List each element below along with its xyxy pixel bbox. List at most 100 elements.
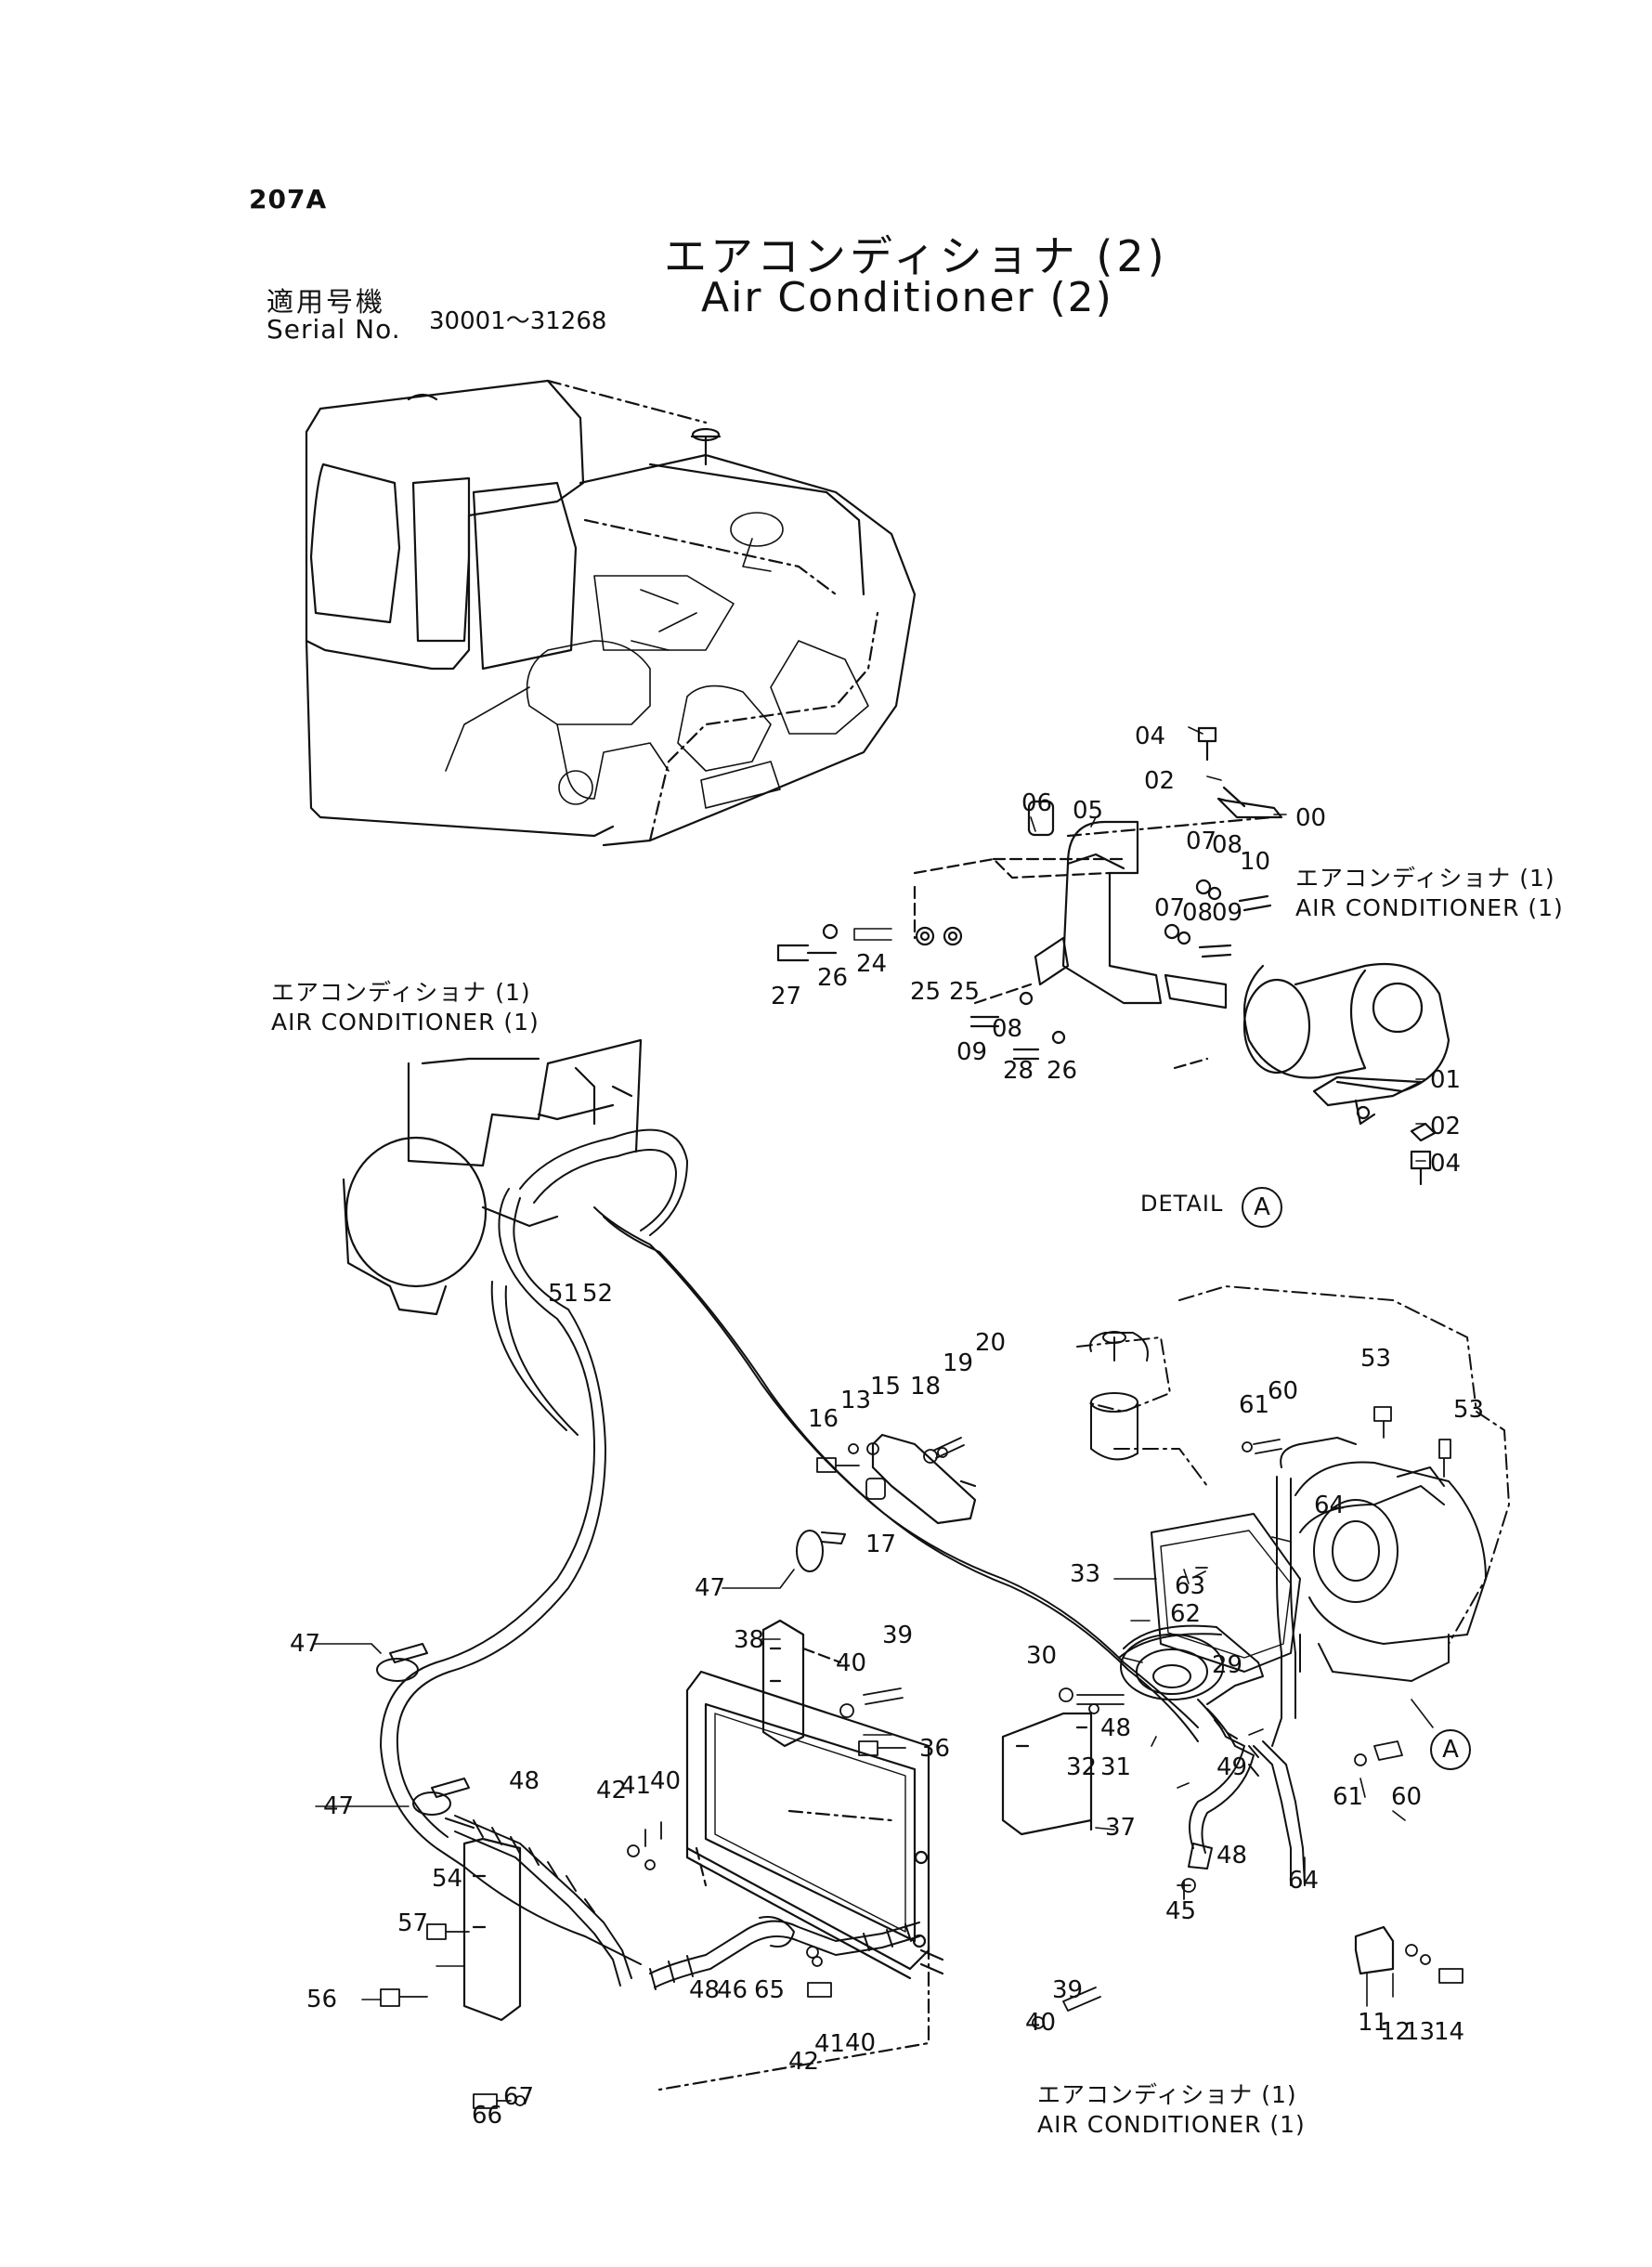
serial-label-english: Serial No. [267, 314, 401, 345]
part-callout-39: 39 [1052, 1976, 1084, 2004]
part-callout-53: 53 [1360, 1345, 1392, 1373]
part-callout-26: 26 [1047, 1057, 1078, 1085]
part-callout-60: 60 [1268, 1377, 1299, 1405]
serial-range: 30001～31268 [429, 307, 607, 335]
reference-en: AIR CONDITIONER (1) [1295, 894, 1564, 921]
serial-label-japanese: 適用号機 [267, 286, 386, 318]
part-callout-40: 40 [836, 1649, 867, 1677]
part-callout-47: 47 [323, 1792, 355, 1820]
part-callout-20: 20 [975, 1329, 1007, 1357]
part-callout-42: 42 [596, 1777, 628, 1804]
condenser-frame [657, 1670, 944, 2091]
part-callout-12: 12 [1380, 2018, 1411, 2046]
part-callout-04: 04 [1135, 723, 1166, 750]
part-callout-60: 60 [1391, 1783, 1423, 1811]
part-callout-15: 15 [870, 1373, 902, 1401]
part-callout-65: 65 [754, 1976, 786, 2004]
part-callout-40: 40 [1025, 2009, 1057, 2037]
part-callout-56: 56 [306, 1986, 338, 2013]
part-callout-06: 06 [1021, 789, 1053, 817]
part-callout-48: 48 [689, 1976, 721, 2004]
part-callout-42: 42 [788, 2048, 820, 2076]
part-callout-32: 32 [1066, 1753, 1098, 1781]
part-callout-13: 13 [840, 1387, 872, 1414]
part-callout-09: 09 [956, 1038, 988, 1066]
part-callout-38: 38 [734, 1626, 765, 1654]
engine-illustration [1076, 1285, 1510, 1645]
part-callout-41: 41 [620, 1772, 652, 1800]
part-callout-36: 36 [919, 1735, 951, 1763]
part-callout-17: 17 [865, 1531, 897, 1558]
part-callout-61: 61 [1333, 1783, 1364, 1811]
reference-ja: エアコンディショナ (1) [1295, 865, 1555, 892]
part-callout-63: 63 [1175, 1572, 1206, 1600]
leader-lines [313, 726, 1434, 2007]
reference-en: AIR CONDITIONER (1) [1037, 2111, 1306, 2138]
part-callout-37: 37 [1105, 1814, 1137, 1842]
part-callout-52: 52 [582, 1280, 614, 1308]
title-english: Air Conditioner (2) [701, 274, 1113, 321]
part-callout-08: 08 [1212, 831, 1243, 859]
reference-ja: エアコンディショナ (1) [271, 979, 531, 1006]
detail-label: DETAIL [1140, 1191, 1224, 1217]
reference-note-left: エアコンディショナ (1) AIR CONDITIONER (1) [271, 978, 540, 1037]
reference-note-detail: エアコンディショナ (1) AIR CONDITIONER (1) [1295, 864, 1564, 923]
part-callout-61: 61 [1239, 1391, 1270, 1419]
page-code: 207A [249, 184, 328, 215]
part-callout-67: 67 [503, 2083, 535, 2111]
part-callout-46: 46 [717, 1976, 748, 2004]
part-callout-53: 53 [1453, 1396, 1485, 1424]
engine-components [1089, 1331, 1487, 1886]
part-callout-31: 31 [1100, 1753, 1132, 1781]
part-callout-08: 08 [992, 1015, 1023, 1043]
liquid-line-hose [454, 1815, 920, 1990]
part-callout-13: 13 [1404, 2018, 1436, 2046]
part-callout-64: 64 [1288, 1867, 1320, 1895]
part-callout-49: 49 [1216, 1753, 1248, 1781]
hose-clamps [376, 1530, 846, 1829]
part-callout-40: 40 [650, 1767, 682, 1795]
refrigerant-hoses [380, 1128, 1199, 1965]
part-callout-33: 33 [1070, 1560, 1101, 1588]
part-callout-07: 07 [1154, 894, 1186, 922]
part-callout-30: 30 [1026, 1642, 1058, 1670]
part-callout-62: 62 [1170, 1600, 1202, 1628]
part-callout-41: 41 [814, 2030, 846, 2058]
part-callout-47: 47 [695, 1574, 726, 1602]
part-callout-27: 27 [771, 983, 802, 1010]
part-callout-18: 18 [910, 1373, 942, 1401]
detail-marker-circle: A [1242, 1187, 1282, 1228]
part-callout-48: 48 [509, 1767, 540, 1795]
part-callout-40: 40 [845, 2029, 877, 2057]
brackets [462, 1433, 1395, 2022]
part-callout-16: 16 [808, 1405, 839, 1433]
excavator-body-illustration [305, 379, 917, 847]
part-callout-09: 09 [1212, 899, 1243, 927]
part-callout-04: 04 [1430, 1150, 1462, 1178]
part-callout-51: 51 [548, 1280, 579, 1308]
part-callout-02: 02 [1430, 1113, 1462, 1140]
part-callout-19: 19 [943, 1349, 974, 1377]
detail-pointer-circle: A [1430, 1729, 1471, 1770]
detail-a-bracket-assembly [776, 726, 1450, 1186]
part-callout-39: 39 [882, 1622, 914, 1649]
reference-note-bottom: エアコンディショナ (1) AIR CONDITIONER (1) [1037, 2080, 1306, 2140]
part-callout-05: 05 [1073, 797, 1104, 825]
fasteners [380, 1406, 1463, 2109]
part-callout-28: 28 [1003, 1057, 1034, 1085]
title-japanese: エアコンディショナ (2) [664, 231, 1168, 281]
part-callout-14: 14 [1434, 2018, 1465, 2046]
part-callout-08: 08 [1182, 899, 1214, 927]
part-callout-25: 25 [910, 978, 942, 1006]
part-callout-48: 48 [1100, 1714, 1132, 1742]
part-callout-57: 57 [397, 1909, 429, 1937]
part-callout-64: 64 [1314, 1492, 1346, 1519]
part-callout-25: 25 [949, 978, 981, 1006]
part-callout-29: 29 [1212, 1651, 1243, 1679]
part-callout-48: 48 [1216, 1842, 1248, 1870]
part-callout-66: 66 [472, 2102, 503, 2130]
part-callout-54: 54 [432, 1865, 463, 1893]
part-callout-10: 10 [1240, 848, 1271, 876]
